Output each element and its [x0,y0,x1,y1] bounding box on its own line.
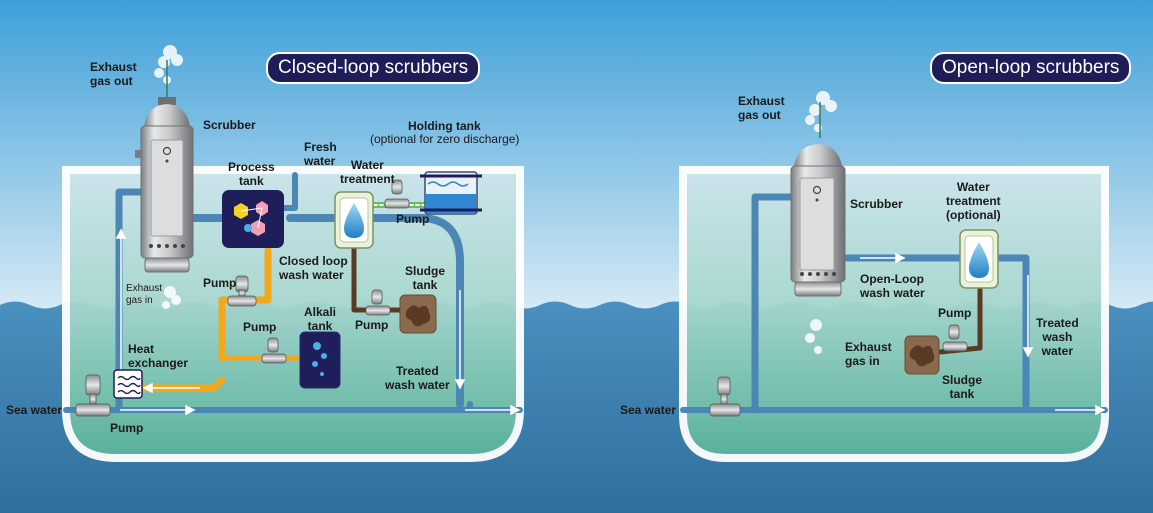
holding-tank-icon [420,171,482,215]
open-sea-water-label: Sea water [620,403,677,417]
closed-scrubber [135,97,194,273]
exhaust-gas-out-label: Exhaust gas out [90,60,137,88]
closed-water-treatment-icon [334,191,374,249]
holding-tank-label: Holding tank [408,119,481,133]
smoke-icon [154,45,837,354]
closed-loop-wash-label: Closed loop wash water [279,254,348,282]
sludge-tank-label: Sludge tank [405,264,446,292]
open-scrubber-label: Scrubber [850,197,903,211]
open-exhaust-gas-out-label: Exhaust gas out [738,94,785,122]
pump-upper-label: Pump [203,276,237,290]
water-treatment-label: Water treatment [340,158,395,186]
pump-sea-label: Pump [110,421,144,435]
treated-wash-label: Treated wash water [385,364,450,392]
closed-loop-title: Closed-loop scrubbers [266,52,481,84]
scrubber-label: Scrubber [203,118,256,132]
sea-water-label: Sea water [6,403,63,417]
fresh-water-label: Fresh water [304,140,337,168]
open-water-treatment-icon [959,229,999,289]
alkali-tank-icon [299,331,341,389]
open-loop-flow-arrows [860,252,1106,416]
exhaust-arrow-icon [166,60,821,138]
open-treated-wash-label: Treated wash water [1036,316,1079,358]
open-exhaust-gas-in-label: Exhaust gas in [845,340,892,368]
process-tank-icon [222,190,284,248]
open-scrubber [790,144,846,297]
pump-sludge-label: Pump [355,318,389,332]
exhaust-gas-in-label: Exhaust gas in [126,283,163,306]
pump-middle-label: Pump [243,320,277,334]
open-water-treatment-label: Water treatment (optional) [946,180,1001,222]
process-tank-label: Process tank [228,160,275,188]
open-loop-hull [679,166,1109,462]
open-loop-title: Open-loop scrubbers [930,52,1132,84]
heat-exchanger-label: Heat exchanger [128,342,189,370]
open-sludge-tank-label: Sludge tank [942,373,983,401]
open-sludge-tank-icon [904,335,940,375]
holding-tank-note: (optional for zero discharge) [370,132,520,146]
closed-sludge-tank-icon [399,294,437,334]
pump-icon [75,179,968,417]
pump-treatment-label: Pump [396,212,430,226]
alkali-tank-label: Alkali tank [304,305,337,333]
open-loop-wash-label: Open-Loop wash water [860,272,925,300]
heat-exchanger-icon [113,369,143,399]
open-pump-label: Pump [938,306,972,320]
